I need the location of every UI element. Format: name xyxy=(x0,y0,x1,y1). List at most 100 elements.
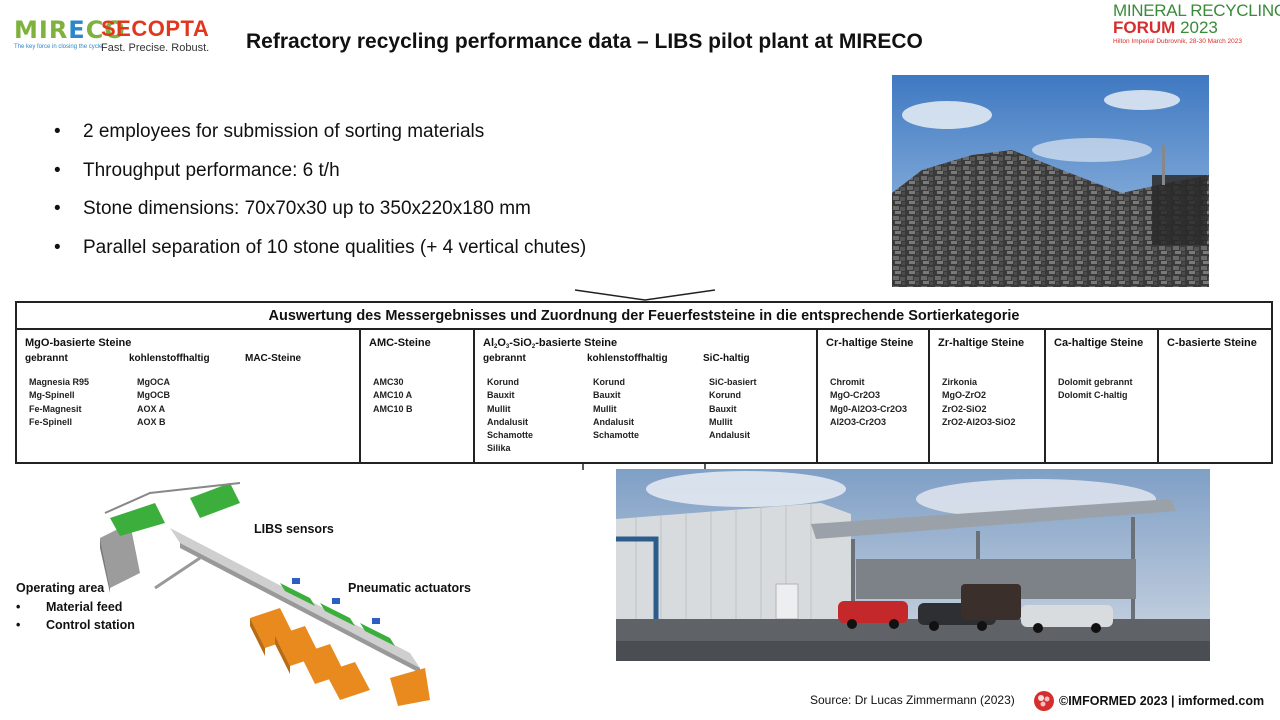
column-title: AMC-Steine xyxy=(369,337,431,349)
copyright-text: ©IMFORMED 2023 | imformed.com xyxy=(1059,694,1265,708)
list-item: MgOCB xyxy=(137,390,170,401)
column-mgo: MgO-basierte Steine gebrannt kohlenstoff… xyxy=(17,330,361,462)
mireco-wordmark-accent: E xyxy=(68,16,86,44)
column-zr: Zr-haltige Steine Zirkonia MgO-ZrO2 ZrO2… xyxy=(930,330,1046,462)
bullet-text: 2 employees for submission of sorting ma… xyxy=(83,121,485,142)
subheading: kohlenstoffhaltig xyxy=(129,353,210,364)
list-item: Silika xyxy=(487,443,511,454)
list-item: AMC30 xyxy=(373,377,404,387)
item-list: Chromit MgO-Cr2O3 Mg0-Al2O3-Cr2O3 Al2O3-… xyxy=(830,376,907,429)
column-title: C-basierte Steine xyxy=(1167,337,1257,349)
list-item: Fe-Spinell xyxy=(29,416,73,427)
mireco-tagline: The key force in closing the cycle xyxy=(14,44,103,50)
libs-sensors-label: LIBS sensors xyxy=(254,522,334,536)
list-item: ZrO2-Al2O3-SiO2 xyxy=(942,416,1016,427)
list-item: Mullit xyxy=(487,403,511,414)
bullet-item: • Parallel separation of 10 stone qualiti… xyxy=(54,234,586,273)
mineral-recycling-forum-logo: MINERAL RECYCLING FORUM 2023 Hilton Impe… xyxy=(1113,1,1280,46)
subheading: kohlenstoffhaltig xyxy=(587,353,668,364)
subheading: SiC-haltig xyxy=(703,353,750,364)
bullet-icon: • xyxy=(54,159,61,181)
list-item: MgO-Cr2O3 xyxy=(830,390,881,401)
event-name-line2: FORUM 2023 xyxy=(1113,19,1278,37)
bullet-item: •Stone dimensions: 70x70x30 up to 350x22… xyxy=(54,195,586,234)
list-item: Al2O3-Cr2O3 xyxy=(830,416,887,427)
list-item: • Control station xyxy=(16,616,135,634)
bullet-icon: • xyxy=(54,198,61,219)
bullet-icon: • xyxy=(16,618,21,632)
list-item: MgOCA xyxy=(137,377,170,387)
subheading: MAC-Steine xyxy=(245,353,302,364)
list-item: Mullit xyxy=(593,403,617,414)
list-item: Dolomit gebrannt xyxy=(1058,377,1133,387)
event-venue: Hilton Imperial Dubrovnik, 28-30 March 2… xyxy=(1113,38,1242,45)
list-item-text: Control station xyxy=(46,618,135,632)
title-part: -basierte Steine xyxy=(535,337,618,349)
list-item: SiC-basiert xyxy=(709,377,757,387)
slide-title: Refractory recycling performance data – … xyxy=(246,30,923,53)
column-al2o3-sio2: Al2O3-SiO2-basierte Steine gebrannt kohl… xyxy=(475,330,818,462)
list-item: Korund xyxy=(593,377,625,387)
column-title: Al2O3-SiO2-basierte Steine xyxy=(483,337,617,350)
item-list: Zirkonia MgO-ZrO2 ZrO2-SiO2 ZrO2-Al2O3-S… xyxy=(942,376,1016,429)
list-item: Chromit xyxy=(830,377,865,387)
list-item: MgO-ZrO2 xyxy=(942,390,986,401)
list-item: Andalusit xyxy=(593,416,635,427)
imformed-logo-icon xyxy=(1034,691,1054,711)
list-item: AOX B xyxy=(137,416,166,427)
list-item: Korund xyxy=(487,377,519,387)
column-title: MgO-basierte Steine xyxy=(25,337,132,349)
imformed-footer: ©IMFORMED 2023 | imformed.com xyxy=(1033,690,1264,712)
list-item: Bauxit xyxy=(709,403,737,414)
title-part: O xyxy=(497,337,506,349)
refractory-stone-pile-photo xyxy=(892,75,1209,287)
performance-bullets: • 2 employees for submission of sorting m… xyxy=(54,118,586,272)
bullet-icon: • xyxy=(16,600,21,614)
list-item: Mg0-Al2O3-Cr2O3 xyxy=(830,403,908,414)
event-forum: FORUM xyxy=(1113,18,1176,37)
item-list: Korund Bauxit Mullit Andalusit Schamotte xyxy=(593,376,639,442)
pilot-plant-hall-photo xyxy=(616,469,1210,661)
list-item-text: Material feed xyxy=(46,600,123,614)
title-part: -SiO xyxy=(509,337,532,349)
operating-area-label: Operating area xyxy=(16,581,105,595)
item-list: MgOCA MgOCB AOX A AOX B xyxy=(137,376,170,429)
top-arrow-connector xyxy=(574,289,716,301)
subheading: gebrannt xyxy=(25,353,68,364)
list-item: ZrO2-SiO2 xyxy=(942,403,987,414)
list-item: AMC10 A xyxy=(373,390,413,401)
mireco-logo: MIRECO The key force in closing the cycl… xyxy=(14,16,125,54)
list-item: Korund xyxy=(709,390,741,401)
bullet-icon: • xyxy=(54,121,61,142)
secopta-logo: SECOPTA Fast. Precise. Robust. xyxy=(101,18,211,55)
item-list: AMC30 AMC10 A AMC10 B xyxy=(373,376,413,416)
column-title: Zr-haltige Steine xyxy=(938,337,1025,349)
column-title: Ca-haltige Steine xyxy=(1054,337,1144,349)
event-name-line1: MINERAL RECYCLING xyxy=(1113,1,1280,20)
list-item: AMC10 B xyxy=(373,403,413,414)
list-item: Mg-Spinell xyxy=(29,390,75,401)
item-list: Magnesia R95 Mg-Spinell Fe-Magnesit Fe-S… xyxy=(29,376,89,429)
list-item: Magnesia R95 xyxy=(29,377,90,387)
sorting-category-table: Auswertung des Messergebnisses und Zuord… xyxy=(15,301,1273,464)
list-item: Andalusit xyxy=(487,416,529,427)
list-item: Zirkonia xyxy=(942,377,978,387)
list-item: • Material feed xyxy=(16,598,135,616)
column-cr: Cr-haltige Steine Chromit MgO-Cr2O3 Mg0-… xyxy=(818,330,930,462)
title-part: Al xyxy=(483,337,494,349)
subheading: gebrannt xyxy=(483,353,526,364)
bullet-item: • 2 employees for submission of sorting m… xyxy=(54,118,586,157)
title-subscript: 2 xyxy=(494,344,498,350)
column-amc: AMC-Steine AMC30 AMC10 A AMC10 B xyxy=(361,330,475,462)
bullet-text: Parallel separation of 10 stone qualitie… xyxy=(83,236,587,258)
column-title: Cr-haltige Steine xyxy=(826,337,914,349)
list-item: Bauxit xyxy=(593,390,621,401)
title-subscript: 2 xyxy=(531,344,536,350)
bullet-icon: • xyxy=(54,236,61,258)
list-item: Andalusit xyxy=(709,430,751,441)
item-list: Korund Bauxit Mullit Andalusit Schamotte… xyxy=(487,376,533,456)
operating-area-list: • Material feed • Control station xyxy=(16,598,135,634)
list-item: Fe-Magnesit xyxy=(29,403,82,414)
pneumatic-actuators-label: Pneumatic actuators xyxy=(348,581,471,595)
list-item: Dolomit C-haltig xyxy=(1058,390,1128,401)
